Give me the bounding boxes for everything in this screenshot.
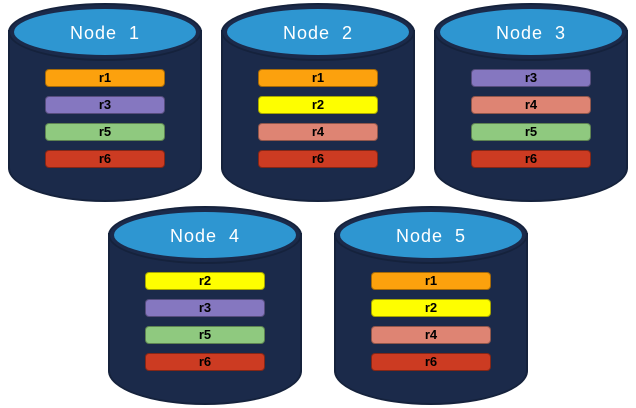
database-node-1: Node 1 r1 r3 r5 r6 (10, 5, 200, 200)
cylinder-body (110, 235, 300, 403)
partition-list: r2 r3 r5 r6 (110, 272, 300, 371)
replica-bar-r1: r1 (45, 69, 165, 87)
node-row-top: Node 1 r1 r3 r5 r6 Node 2 r1 r2 r4 r6 Node 3 r… (10, 5, 626, 200)
database-node-2: Node 2 r1 r2 r4 r6 (223, 5, 413, 200)
replica-bar-r5: r5 (145, 326, 265, 344)
replica-bar-r6: r6 (258, 150, 378, 168)
node-title: Node 4 (169, 225, 241, 246)
cylinder-top: Node 1 (10, 5, 200, 59)
replica-bar-r4: r4 (371, 326, 491, 344)
cylinder-top: Node 4 (110, 208, 300, 262)
cylinder-top: Node 5 (336, 208, 526, 262)
replica-bar-r2: r2 (145, 272, 265, 290)
replica-bar-r4: r4 (258, 123, 378, 141)
cylinder-body (223, 32, 413, 200)
replica-bar-r1: r1 (371, 272, 491, 290)
partition-list: r1 r3 r5 r6 (10, 69, 200, 168)
replica-bar-r6: r6 (371, 353, 491, 371)
partition-list: r1 r2 r4 r6 (336, 272, 526, 371)
replica-bar-r4: r4 (471, 96, 591, 114)
cylinder-body (336, 235, 526, 403)
replica-bar-r1: r1 (258, 69, 378, 87)
replica-bar-r3: r3 (471, 69, 591, 87)
node-title: Node 1 (69, 22, 141, 43)
cylinder-top: Node 2 (223, 5, 413, 59)
replica-bar-r2: r2 (258, 96, 378, 114)
replica-bar-r5: r5 (45, 123, 165, 141)
cylinder-body (436, 32, 626, 200)
database-node-3: Node 3 r3 r4 r5 r6 (436, 5, 626, 200)
replica-bar-r5: r5 (471, 123, 591, 141)
cylinder-top: Node 3 (436, 5, 626, 59)
cylinder-body (10, 32, 200, 200)
replica-bar-r3: r3 (45, 96, 165, 114)
replica-bar-r3: r3 (145, 299, 265, 317)
replica-bar-r6: r6 (145, 353, 265, 371)
database-node-4: Node 4 r2 r3 r5 r6 (110, 208, 300, 403)
partition-list: r3 r4 r5 r6 (436, 69, 626, 168)
node-title: Node 5 (395, 225, 467, 246)
node-title: Node 3 (495, 22, 567, 43)
node-title: Node 2 (282, 22, 354, 43)
replica-bar-r6: r6 (45, 150, 165, 168)
node-row-bottom: Node 4 r2 r3 r5 r6 Node 5 r1 r2 r4 r6 (0, 208, 636, 403)
database-node-5: Node 5 r1 r2 r4 r6 (336, 208, 526, 403)
replica-bar-r6: r6 (471, 150, 591, 168)
partition-list: r1 r2 r4 r6 (223, 69, 413, 168)
replica-bar-r2: r2 (371, 299, 491, 317)
